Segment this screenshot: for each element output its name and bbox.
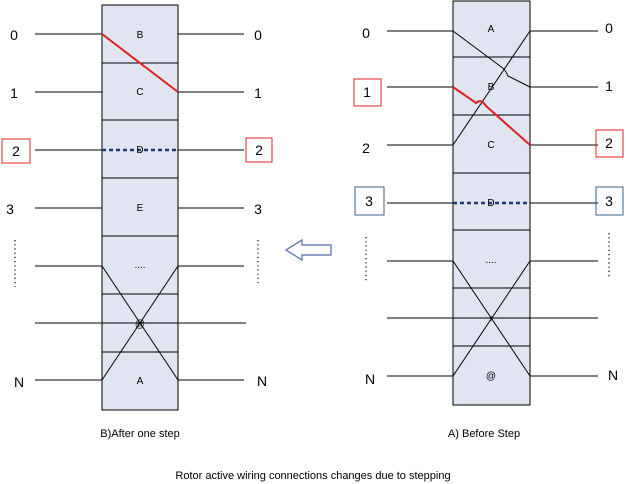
red-box-b-right: [245, 137, 273, 163]
red-box-a-left: [353, 78, 382, 107]
segment-b-6: A: [137, 376, 144, 387]
red-wire-a: [452, 86, 531, 146]
segment-b-3: E: [137, 203, 144, 214]
rotor-b-body: [101, 4, 179, 411]
red-box-a-right: [595, 129, 624, 158]
blue-box-a-left: [354, 186, 385, 216]
red-wire-b: [101, 33, 179, 93]
left-label-a-3: 3: [365, 193, 373, 209]
right-label-b-0: 0: [254, 27, 262, 43]
segment-a-4: ....: [485, 255, 496, 266]
segment-b-0: B: [137, 30, 144, 41]
segment-a-0: A: [488, 24, 495, 35]
right-label-b-n: N: [257, 373, 267, 389]
panel-b-title: B)After one step: [100, 428, 180, 440]
diagram-caption: Rotor active wiring connections changes …: [175, 470, 450, 482]
right-label-a-0: 0: [605, 20, 613, 36]
left-label-a-1: 1: [363, 84, 371, 100]
right-label-a-n: N: [608, 367, 618, 383]
left-label-b-n: N: [14, 374, 24, 390]
segment-a-1: B: [488, 82, 495, 93]
right-label-b-3: 3: [254, 201, 262, 217]
panel-b: B C D E .... @ A 0 1 2 3 N 0 1 2 3 N B)A…: [1, 4, 273, 440]
segment-a-2: C: [487, 140, 494, 151]
segment-b-1: C: [136, 87, 143, 98]
red-box-b-left: [1, 138, 31, 164]
right-label-b-1: 1: [254, 85, 262, 101]
right-label-a-3: 3: [605, 193, 613, 209]
right-label-a-2: 2: [605, 135, 613, 151]
segment-b-2: D: [136, 145, 143, 156]
right-label-b-2: 2: [255, 142, 263, 158]
left-label-b-2: 2: [12, 143, 20, 159]
left-label-a-0: 0: [362, 25, 370, 41]
step-arrow-left-icon: [284, 238, 332, 262]
panel-a: A B C D .... + @ 0 1 2 3 N 0 1 2 3 N A) …: [353, 0, 624, 440]
blue-box-a-right: [595, 186, 624, 216]
left-label-b-0: 0: [10, 27, 18, 43]
left-label-b-1: 1: [10, 85, 18, 101]
segment-a-6: @: [486, 371, 496, 382]
left-label-a-n: N: [365, 371, 375, 387]
segment-b-4: ....: [134, 260, 145, 271]
segment-b-5: @: [135, 319, 145, 330]
right-label-a-1: 1: [605, 78, 613, 94]
segment-a-5: +: [488, 314, 494, 325]
segment-a-3: D: [487, 198, 494, 209]
left-label-a-2: 2: [362, 140, 370, 156]
panel-a-title: A) Before Step: [448, 428, 520, 440]
left-label-b-3: 3: [6, 201, 14, 217]
